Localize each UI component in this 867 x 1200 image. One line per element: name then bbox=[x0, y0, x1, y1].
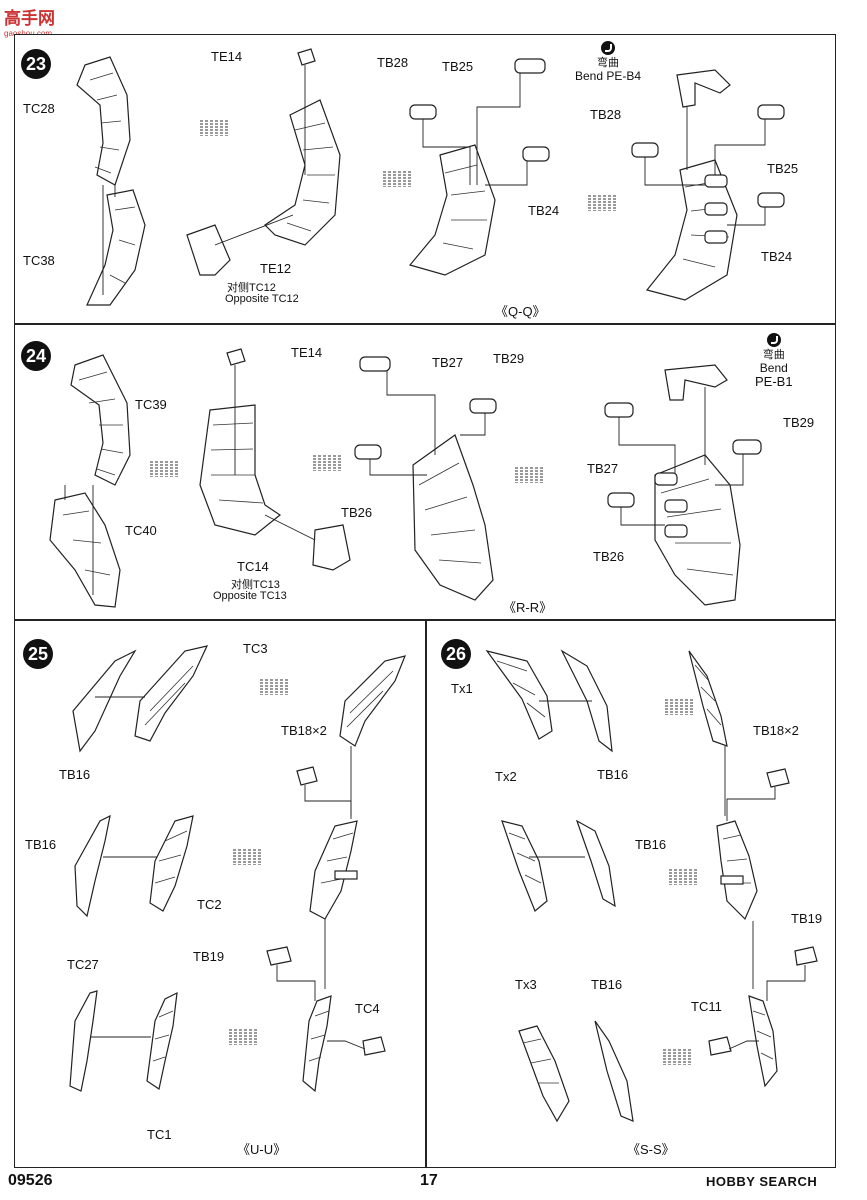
label-te14: TE14 bbox=[211, 49, 243, 64]
logo-sub: gaoshou.com bbox=[4, 29, 55, 38]
flow-arrow-icon bbox=[665, 699, 693, 715]
label-opposite-cn: 对侧TC12 bbox=[227, 282, 276, 294]
label-tc38: TC38 bbox=[23, 253, 55, 268]
label-tb29-b: TB29 bbox=[783, 415, 815, 430]
label-opposite-cn: 对侧TC13 bbox=[231, 579, 280, 591]
logo-text: 高手网 bbox=[4, 9, 55, 28]
step-26-number: 26 bbox=[441, 639, 471, 669]
step-25-panel: 25 TC3 TB16 TB18×2 TB16 TC2 TC27 TB19 TC… bbox=[14, 620, 426, 1168]
step-25-number: 25 bbox=[23, 639, 53, 669]
label-tc39: TC39 bbox=[135, 397, 167, 412]
flow-arrow-icon bbox=[515, 467, 543, 483]
view-caption: 《S-S》 bbox=[627, 1142, 675, 1157]
label-tc40: TC40 bbox=[125, 523, 157, 538]
label-tc14: TC14 bbox=[237, 559, 269, 574]
label-tx2: Tx2 bbox=[495, 769, 517, 784]
label-tc11: TC11 bbox=[691, 999, 722, 1014]
step-26-panel: 26 Tx1 TB16 TB18×2 Tx2 TB16 TB19 Tx3 TB1… bbox=[426, 620, 836, 1168]
bend-cn: 弯曲 bbox=[762, 349, 785, 361]
view-caption: 《Q-Q》 bbox=[495, 304, 546, 319]
label-tb29: TB29 bbox=[493, 351, 525, 366]
label-tx3: Tx3 bbox=[515, 977, 537, 992]
label-tc28: TC28 bbox=[23, 101, 55, 116]
label-tc2: TC2 bbox=[197, 897, 222, 912]
flow-arrow-icon bbox=[233, 849, 261, 865]
label-tb24-b: TB24 bbox=[761, 249, 793, 264]
step-24-panel: 24 TC39 TC40 TE14 TC14 对侧TC13 Opposite T… bbox=[14, 324, 836, 620]
label-te14: TE14 bbox=[291, 345, 323, 360]
flow-arrow-icon bbox=[260, 679, 288, 695]
bend-icon bbox=[601, 41, 616, 55]
label-tc3: TC3 bbox=[243, 641, 268, 656]
view-caption: 《U-U》 bbox=[237, 1142, 287, 1157]
label-tb25: TB25 bbox=[442, 59, 474, 74]
label-tb26: TB26 bbox=[341, 505, 373, 520]
label-tb16-c: TB16 bbox=[591, 977, 623, 992]
label-tb26-b: TB26 bbox=[593, 549, 625, 564]
step-25-drawing bbox=[69, 645, 406, 1093]
flow-arrow-icon bbox=[313, 455, 341, 471]
label-tb18: TB18×2 bbox=[281, 723, 327, 738]
label-tb16: TB16 bbox=[597, 767, 629, 782]
bend-part: PE-B1 bbox=[755, 374, 793, 390]
step-23-number: 23 bbox=[21, 49, 51, 79]
bend-note-pe-b1: 弯曲 Bend PE-B1 bbox=[755, 333, 793, 390]
flow-arrow-icon bbox=[669, 869, 697, 885]
step-23-drawing bbox=[76, 48, 785, 306]
label-opposite-en: Opposite TC12 bbox=[225, 293, 299, 305]
step-23-panel: 23 TC28 TC38 TE14 TE12 对侧TC12 Opposite T… bbox=[14, 34, 836, 324]
step-24-drawing bbox=[49, 348, 762, 608]
bend-icon bbox=[766, 333, 781, 347]
label-tb25-b: TB25 bbox=[767, 161, 799, 176]
label-tb16-b: TB16 bbox=[25, 837, 57, 852]
label-te12: TE12 bbox=[260, 261, 292, 276]
page-number: 17 bbox=[420, 1172, 438, 1189]
bend-cn: 弯曲 bbox=[597, 57, 620, 69]
step-26-drawing bbox=[485, 649, 818, 1123]
watermark: HOBBY SEARCH bbox=[706, 1174, 817, 1189]
label-tb28: TB28 bbox=[377, 55, 409, 70]
label-tb27-b: TB27 bbox=[587, 461, 619, 476]
label-tb27: TB27 bbox=[432, 355, 464, 370]
label-opposite-en: Opposite TC13 bbox=[213, 590, 287, 602]
label-tb24: TB24 bbox=[528, 203, 560, 218]
bend-en: Bend bbox=[759, 360, 788, 375]
flow-arrow-icon bbox=[200, 120, 228, 136]
label-tb19: TB19 bbox=[791, 911, 823, 926]
label-tc1: TC1 bbox=[147, 1127, 172, 1142]
label-tx1: Tx1 bbox=[451, 681, 473, 696]
watermark-text: HOBBY SEARCH bbox=[706, 1174, 818, 1189]
flow-arrow-icon bbox=[383, 171, 411, 187]
label-tb28-b: TB28 bbox=[590, 107, 622, 122]
flow-arrow-icon bbox=[663, 1049, 691, 1065]
view-caption: 《R-R》 bbox=[503, 600, 553, 615]
label-tb18: TB18×2 bbox=[753, 723, 799, 738]
label-tb16: TB16 bbox=[59, 767, 91, 782]
label-tc4: TC4 bbox=[355, 1001, 380, 1016]
label-tb16-b: TB16 bbox=[635, 837, 667, 852]
kit-code: 09526 bbox=[8, 1172, 53, 1189]
bend-en: Bend PE-B4 bbox=[575, 68, 642, 83]
label-tb19: TB19 bbox=[193, 949, 225, 964]
flow-arrow-icon bbox=[150, 461, 178, 477]
site-logo: 高手网gaoshou.com bbox=[4, 4, 55, 38]
label-tc27: TC27 bbox=[67, 957, 99, 972]
step-24-number: 24 bbox=[21, 341, 51, 371]
flow-arrow-icon bbox=[588, 195, 616, 211]
bend-note-pe-b4: 弯曲 Bend PE-B4 bbox=[575, 41, 641, 83]
flow-arrow-icon bbox=[229, 1029, 257, 1045]
